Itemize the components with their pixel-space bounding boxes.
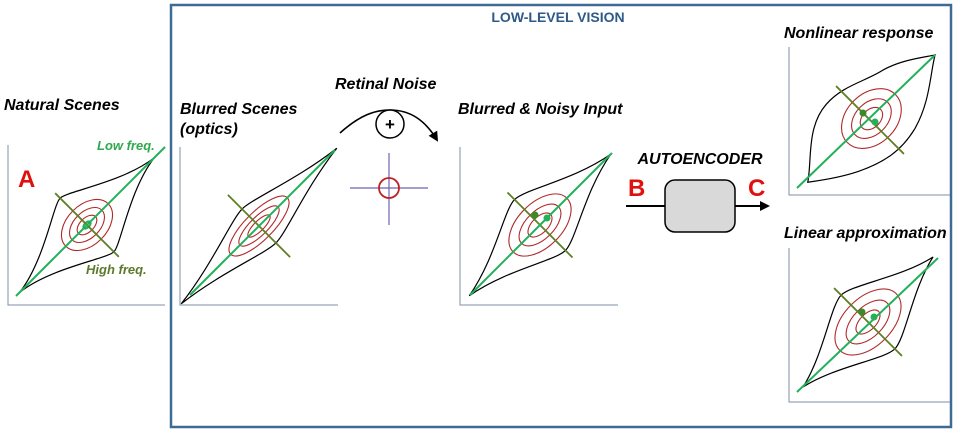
marker-b: B [628, 175, 645, 202]
noisy-point [531, 211, 539, 219]
noisy-input-axes [459, 147, 618, 306]
high-freq-axis [833, 287, 903, 357]
retinal-noise-title: Retinal Noise [335, 76, 436, 93]
outer-contour [180, 147, 338, 305]
noisy-point [859, 109, 867, 117]
add-noise-plus: + [385, 115, 395, 134]
low-level-vision-box [169, 3, 953, 429]
natural-scenes-axes [7, 145, 165, 306]
outer-contour [807, 54, 936, 183]
linear-approximation-axes [788, 248, 950, 403]
low-level-vision-title: LOW-LEVEL VISION [491, 9, 624, 25]
nonlinear-response-axes [788, 47, 950, 196]
natural-scenes-plot [7, 145, 166, 306]
blurred-scenes-subtitle: (optics) [180, 121, 238, 138]
contour-ring [841, 88, 902, 149]
noisy-point [858, 308, 866, 316]
blurred-scenes-plot [179, 147, 338, 306]
low-freq-axis [469, 152, 613, 296]
natural-scenes-title: Natural Scenes [4, 97, 120, 114]
low-freq-axis [15, 146, 166, 297]
clean-point [871, 118, 879, 126]
low-freq-axis [796, 257, 939, 393]
blurred-scenes-title: Blurred Scenes [180, 101, 297, 118]
blurred-scenes-axes [179, 147, 338, 306]
contour-ring [851, 98, 892, 139]
high-freq-label: High freq. [86, 262, 147, 277]
outer-contour [802, 256, 934, 388]
linear-approximation-title: Linear approximation [784, 225, 947, 242]
clean-point [870, 313, 878, 321]
add-noise-icon [375, 109, 405, 139]
low-freq-label: Low freq. [97, 138, 155, 153]
high-freq-axis [835, 85, 905, 155]
low-freq-axis [189, 149, 336, 296]
noisy-input-title: Blurred & Noisy Input [458, 101, 623, 118]
nonlinear-response-plot [788, 47, 950, 196]
low-freq-axis [796, 54, 936, 189]
autoencoder-box [664, 179, 736, 233]
noise-distribution-icon [350, 153, 428, 225]
marker-c: C [748, 175, 765, 202]
noisy-input-plot [459, 147, 618, 306]
autoencoder-title: AUTOENCODER [636, 151, 762, 168]
clean-point [543, 214, 551, 222]
linear-approximation-plot [788, 248, 950, 403]
contour-ring [859, 106, 884, 131]
nonlinear-response-title: Nonlinear response [784, 25, 933, 42]
marker-a: A [18, 166, 35, 193]
